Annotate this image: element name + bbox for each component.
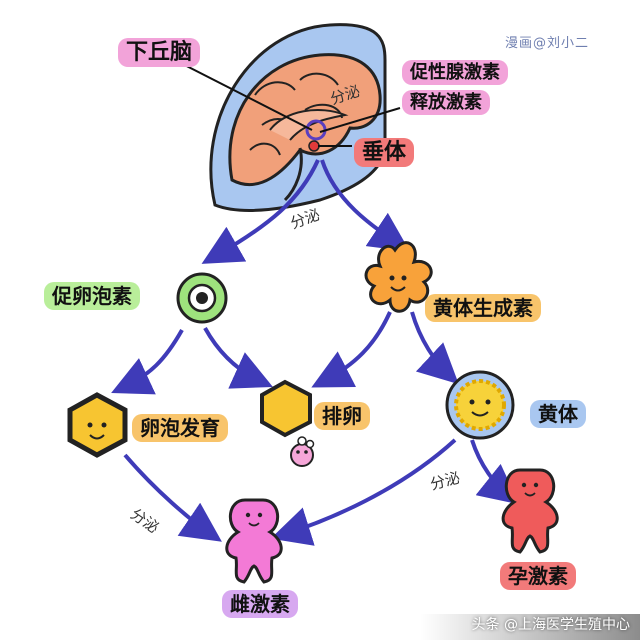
gnrh-label-line2: 释放激素 (402, 88, 490, 115)
arrow-follicle-estrogen (123, 453, 222, 542)
pituitary-label: 垂体 (354, 134, 415, 167)
ovulation-hexagon (260, 379, 315, 467)
fsh-follicle-cell (176, 272, 228, 324)
arrow-to-fsh (201, 159, 320, 264)
estrogen-text: 雌激素 (222, 590, 298, 618)
footer-text: 头条 @上海医学生殖中心 (471, 617, 630, 633)
fsh-label: 促卵泡素 (44, 280, 140, 310)
progesterone-text: 孕激素 (500, 562, 576, 590)
fsh-text: 促卵泡素 (44, 282, 140, 310)
gnrh-label-line1: 促性腺激素 (402, 58, 508, 85)
hypothalamus-text: 下丘脑 (118, 38, 201, 67)
lh-character (364, 241, 433, 313)
arrow-lh-corpus (410, 311, 459, 385)
arrow-to-lh (320, 159, 410, 252)
lh-label: 黄体生成素 (425, 292, 541, 322)
follicle-development-label: 卵泡发育 (132, 412, 228, 442)
gnrh-text-2: 释放激素 (402, 90, 490, 115)
follicle-development-text: 卵泡发育 (132, 414, 228, 442)
hypothalamus-label: 下丘脑 (118, 34, 201, 67)
egg-cell (290, 436, 315, 467)
arrow-lh-ovulation (311, 311, 392, 388)
ovulation-text: 排卵 (314, 402, 370, 430)
corpus-luteum-character (445, 370, 515, 440)
arrow-corpus-estrogen (270, 438, 457, 546)
brain-illustration (209, 23, 387, 212)
estrogen-character (225, 498, 283, 584)
estrogen-label: 雌激素 (222, 588, 298, 618)
progesterone-label: 孕激素 (500, 560, 576, 590)
pituitary-marker (308, 140, 320, 152)
arrow-fsh-ovulation (203, 327, 273, 389)
watermark: 漫画@刘小二 (505, 36, 590, 51)
gnrh-text-1: 促性腺激素 (402, 60, 508, 85)
footer-source: 头条 @上海医学生殖中心 (420, 614, 640, 640)
progesterone-character (501, 468, 559, 554)
lh-text: 黄体生成素 (425, 294, 541, 322)
corpus-luteum-text: 黄体 (530, 400, 586, 428)
ovulation-label: 排卵 (314, 400, 370, 430)
arrow-corpus-progesterone (470, 439, 520, 505)
corpus-luteum-label: 黄体 (530, 398, 586, 428)
follicle-hexagon (67, 392, 128, 458)
pituitary-text: 垂体 (354, 138, 415, 167)
arrow-fsh-follicle (111, 329, 184, 395)
